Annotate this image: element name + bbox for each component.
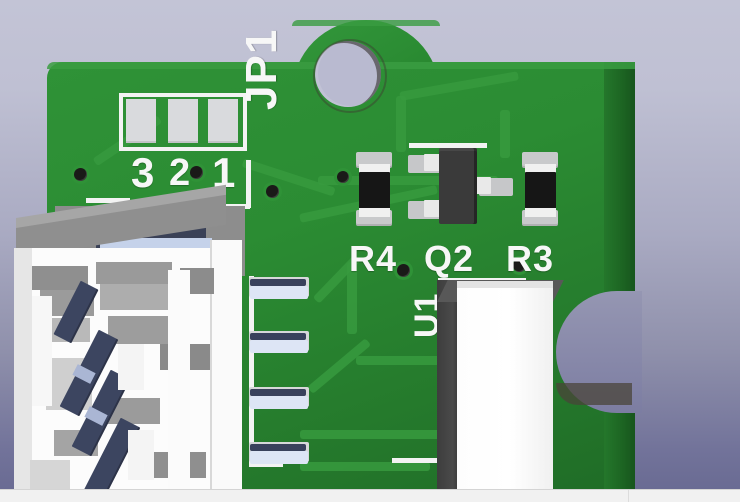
jp1-silkscreen-outline [119, 93, 247, 151]
connector-pad-tip [250, 279, 306, 286]
silkscreen-pin-label-2: 2 [169, 152, 192, 194]
connector-pad-tip [250, 389, 306, 396]
jst-cavity [96, 262, 172, 284]
r4-body [359, 172, 390, 212]
q2-lead-1 [424, 154, 442, 171]
jst-rib [32, 296, 52, 406]
board-via [266, 185, 279, 198]
silkscreen-line [249, 276, 254, 466]
silkscreen-label-r3: R3 [506, 238, 555, 279]
jst-rib [118, 344, 144, 390]
jst-rib [128, 430, 154, 480]
q2-lead-3 [473, 177, 491, 194]
status-bar[interactable] [0, 489, 740, 502]
jp1-pad-1 [208, 99, 238, 143]
q2-lead-2 [424, 200, 442, 217]
connector-pad-solder [250, 340, 308, 353]
jp1-pad-2 [168, 99, 198, 143]
silkscreen-label-jp1: JP1 [237, 28, 286, 110]
jst-cavity [108, 316, 172, 344]
r4-end-band-bottom [359, 208, 390, 217]
board-edge-notch-shadow [556, 383, 632, 405]
silkscreen-line [246, 160, 251, 208]
board-via [513, 259, 526, 272]
board-via [397, 264, 410, 277]
copper-trace [300, 430, 550, 439]
connector-pad-tip [250, 333, 306, 340]
silkscreen-pin-label-1: 1 [212, 149, 237, 196]
board-via [337, 171, 349, 183]
mounting-hole-rim [313, 39, 387, 113]
status-bar-divider [628, 490, 629, 502]
silkscreen-pin-label-3: 3 [131, 149, 156, 196]
copper-trace [318, 176, 498, 185]
q2-silkscreen-line [409, 143, 487, 148]
u1-silkscreen-line [392, 458, 438, 463]
silkscreen-line [249, 462, 283, 467]
copper-trace [347, 262, 357, 334]
u1-body[interactable] [457, 288, 553, 502]
jp1-pad-3 [126, 99, 156, 143]
board-right-bevel [604, 62, 635, 502]
silkscreen-label-r4: R4 [349, 238, 398, 279]
connector-pad-solder [250, 451, 308, 464]
connector-pad-solder [250, 396, 308, 409]
r3-end-band-bottom [525, 208, 556, 217]
r3-end-band-top [525, 164, 556, 173]
board-via [190, 166, 203, 179]
jst-housing-right-wall [210, 240, 242, 502]
connector-pad-tip [250, 444, 306, 451]
copper-trace [300, 462, 430, 471]
silkscreen-label-q2: Q2 [424, 238, 475, 279]
r3-body [525, 172, 556, 212]
jst-rib [168, 270, 190, 500]
board-via [74, 168, 87, 181]
copper-trace [500, 110, 510, 158]
connector-pad-solder [250, 286, 308, 299]
silkscreen-line [86, 198, 130, 203]
board-mounting-tab-edge [292, 20, 440, 26]
jst-cavity [100, 284, 172, 310]
q2-body [439, 148, 477, 224]
jst-housing-left-wall [14, 248, 32, 502]
r4-end-band-top [359, 164, 390, 173]
copper-trace [396, 96, 406, 152]
